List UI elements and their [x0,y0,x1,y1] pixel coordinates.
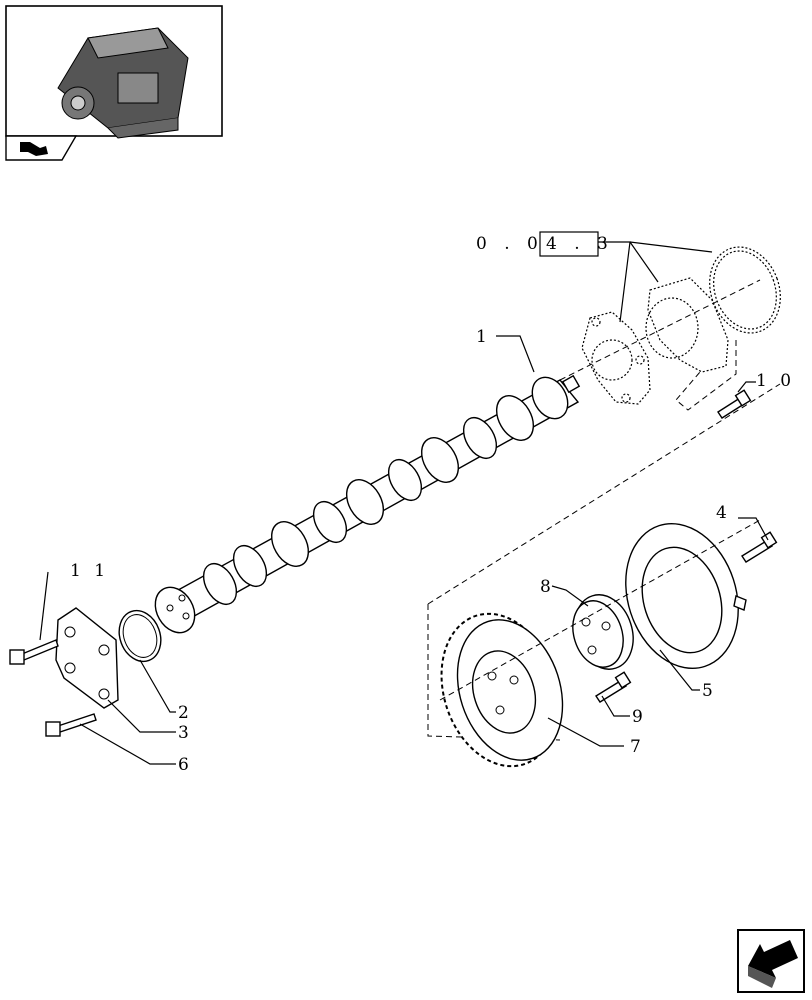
camshaft-part-1 [154,374,581,634]
plate-part-3 [55,607,119,709]
callout-3: 3 [178,723,189,743]
callout-9: 9 [632,707,643,727]
next-page-arrow-icon[interactable] [737,929,805,993]
callout-4: 4 [716,503,727,523]
timing-cover-gasket [581,311,651,405]
prev-page-arrow-icon[interactable] [5,135,78,161]
o-ring-part-2 [118,609,162,663]
callout-8: 8 [540,577,551,597]
screw-part-4 [741,531,778,563]
screw-part-11 [9,639,59,665]
callout-10: 1 0 [756,371,795,391]
gear-part-7 [440,612,564,768]
callout-11: 1 1 [70,561,109,581]
engine-thumbnail-icon[interactable] [5,5,223,139]
reference-prefix: 0 . 0 [476,234,544,254]
screw-part-10 [717,389,752,419]
timing-cover [645,277,729,373]
thrust-plate-part-5 [625,522,747,670]
screw-part-9 [595,671,632,703]
callout-5: 5 [702,681,713,701]
hub-part-8 [572,594,634,670]
cover-seal-ring [709,246,781,334]
callout-6: 6 [178,755,189,775]
callout-1: 1 [476,327,487,347]
callout-7: 7 [630,737,641,757]
screw-part-6 [45,713,97,737]
reference-boxed: 4 . 3 [546,234,614,254]
callout-2: 2 [178,703,189,723]
reference-code[interactable]: 0 . 0 4 . 3 [476,231,614,257]
